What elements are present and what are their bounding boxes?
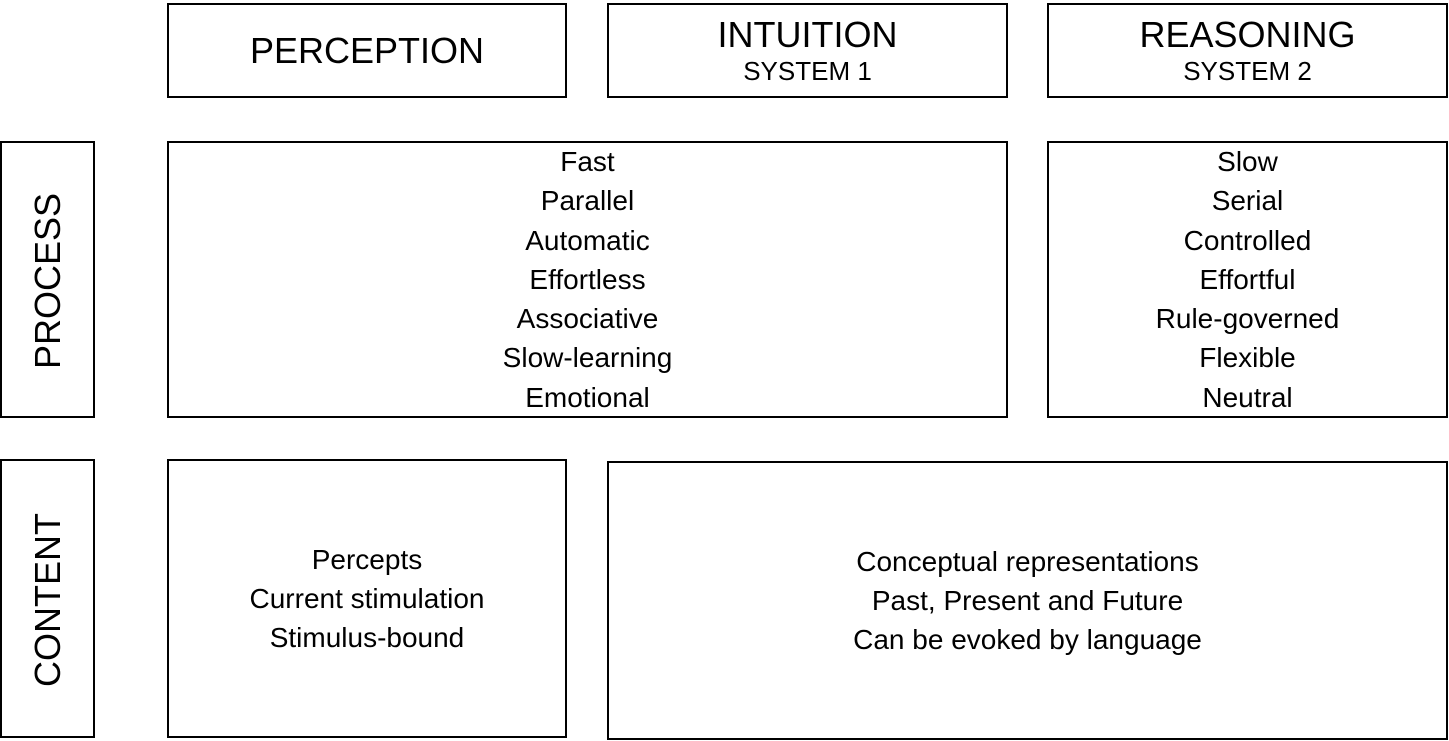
process-intuition-item: Parallel (540, 185, 635, 217)
process-reasoning-item: Effortful (1199, 263, 1296, 295)
process-reasoning-item: Neutral (1202, 381, 1293, 413)
process-intuition-item: Automatic (525, 224, 650, 256)
content-conceptual-item: Can be evoked by language (853, 624, 1202, 656)
process-reasoning-item: Flexible (1199, 342, 1296, 374)
row-label-content-text: CONTENT (27, 513, 68, 687)
process-reasoning-item: Controlled (1183, 224, 1312, 256)
header-perception: PERCEPTION (167, 3, 567, 98)
row-label-content: CONTENT (0, 459, 95, 738)
process-reasoning-item: Serial (1211, 185, 1284, 217)
header-perception-title: PERCEPTION (249, 29, 485, 71)
header-reasoning-title: REASONING (1139, 13, 1356, 55)
row-label-process-text: PROCESS (27, 192, 68, 370)
process-intuition-item: Slow-learning (502, 342, 673, 374)
process-intuition-item: Fast (560, 145, 615, 177)
header-intuition-subtitle: SYSTEM 1 (743, 55, 872, 86)
row-label-process: PROCESS (0, 141, 95, 418)
header-intuition: INTUITION SYSTEM 1 (607, 3, 1008, 98)
process-intuition-item: Associative (516, 303, 659, 335)
content-conceptual-item: Past, Present and Future (871, 584, 1184, 616)
header-reasoning-subtitle: SYSTEM 2 (1183, 55, 1312, 86)
header-reasoning: REASONING SYSTEM 2 (1047, 3, 1448, 98)
content-conceptual-item: Conceptual representations (856, 545, 1199, 577)
content-perception-item: Percepts (311, 543, 423, 575)
process-intuition-item: Effortless (529, 263, 646, 295)
process-reasoning-item: Slow (1217, 145, 1278, 177)
header-intuition-title: INTUITION (717, 13, 898, 55)
content-perception-item: Current stimulation (249, 582, 485, 614)
process-intuition-item: Emotional (525, 381, 650, 413)
process-reasoning-item: Rule-governed (1155, 303, 1340, 335)
content-perception-item: Stimulus-bound (269, 622, 465, 654)
